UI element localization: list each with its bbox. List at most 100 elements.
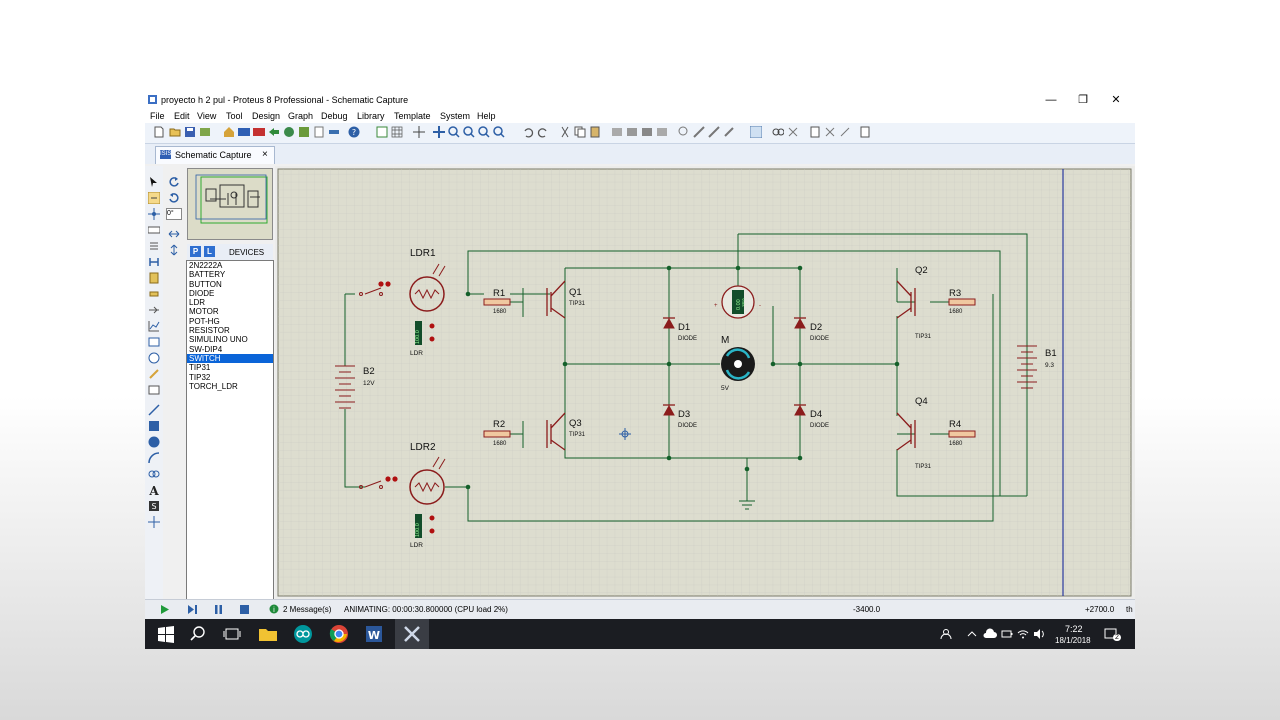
b1-battery[interactable] (1017, 345, 1037, 389)
menu-library[interactable]: Library (357, 111, 385, 121)
code-icon[interactable] (328, 126, 340, 138)
proteus-taskbar-button[interactable] (395, 619, 429, 649)
b2-battery[interactable] (335, 365, 355, 409)
pick-device-button[interactable]: P (190, 246, 201, 257)
packaging-tool-icon[interactable] (708, 126, 720, 138)
device-list-item[interactable]: SW-DIP4 (189, 344, 223, 354)
bom-icon[interactable] (298, 126, 310, 138)
selection-mode-icon[interactable] (148, 176, 160, 188)
box-tool-icon[interactable] (148, 420, 160, 432)
device-list-item[interactable]: BUTTON (189, 279, 222, 289)
ldr2-component[interactable] (359, 456, 446, 538)
block-copy-icon[interactable] (611, 126, 623, 138)
wire-autorouter-icon[interactable] (750, 126, 762, 138)
device-list-item[interactable]: 2N2222A (189, 261, 223, 270)
pcb-layout-icon[interactable] (253, 126, 265, 138)
tab-close-icon[interactable]: × (262, 149, 268, 160)
mirror-horizontal-icon[interactable] (168, 228, 180, 240)
search-icon[interactable] (187, 623, 209, 645)
cut-icon[interactable] (559, 126, 571, 138)
generator-mode-icon[interactable] (148, 352, 160, 364)
device-list-item[interactable]: TIP31 (189, 363, 211, 373)
gerber-icon[interactable] (268, 126, 280, 138)
r2-resistor[interactable] (483, 430, 511, 438)
schematic-icon[interactable] (238, 126, 250, 138)
redo-icon[interactable] (537, 126, 549, 138)
paste-icon[interactable] (589, 126, 601, 138)
make-device-icon[interactable] (693, 126, 705, 138)
symbol-tool-icon[interactable]: S (148, 500, 160, 512)
graph-mode-icon[interactable] (148, 320, 160, 332)
buses-mode-icon[interactable] (148, 256, 160, 268)
menu-tool[interactable]: Tool (226, 111, 243, 121)
menu-view[interactable]: View (197, 111, 217, 121)
close-button[interactable]: ✕ (1111, 94, 1121, 106)
schematic-canvas[interactable]: LDR1 LDR 100.0 LDR2 LDR 100.0 (275, 166, 1135, 599)
menu-system[interactable]: System (440, 111, 471, 121)
zoom-out-icon[interactable] (463, 126, 475, 138)
menu-edit[interactable]: Edit (174, 111, 190, 121)
refresh-icon[interactable] (376, 126, 388, 138)
decompose-icon[interactable] (723, 126, 735, 138)
device-list-item[interactable]: SIMULINO UNO (189, 335, 248, 345)
q2-transistor[interactable] (896, 280, 916, 319)
new-file-icon[interactable] (153, 126, 165, 138)
clock-time[interactable]: 7:22 (1065, 624, 1083, 634)
task-view-icon[interactable] (221, 623, 243, 645)
wifi-icon[interactable] (1017, 628, 1029, 640)
device-list-item[interactable]: BATTERY (189, 270, 226, 280)
people-icon[interactable] (940, 628, 952, 640)
volume-icon[interactable] (1033, 628, 1045, 640)
new-sheet-icon[interactable] (809, 126, 821, 138)
wire-label-mode-icon[interactable] (148, 224, 160, 236)
stop-icon[interactable] (239, 604, 250, 615)
d1-diode[interactable] (663, 317, 675, 329)
help-icon[interactable]: ? (348, 126, 360, 138)
copy-icon[interactable] (574, 126, 586, 138)
remove-sheet-icon[interactable] (824, 126, 836, 138)
block-move-icon[interactable] (626, 126, 638, 138)
notification-center-icon[interactable] (1104, 627, 1118, 641)
tab-schematic-capture[interactable]: ISIS Schematic Capture × (155, 146, 275, 164)
messages-count[interactable]: 2 Message(s) (283, 605, 332, 614)
zoom-area-icon[interactable] (493, 126, 505, 138)
q4-transistor[interactable] (896, 412, 916, 451)
arc-tool-icon[interactable] (148, 452, 160, 464)
device-list-item[interactable]: RESISTOR (189, 326, 230, 336)
voltmeter[interactable]: + - (714, 285, 761, 319)
menu-debug[interactable]: Debug (321, 111, 348, 121)
block-rotate-icon[interactable] (641, 126, 653, 138)
pan-icon[interactable] (433, 126, 445, 138)
step-icon[interactable] (187, 604, 198, 615)
overview-preview[interactable] (187, 168, 273, 240)
device-pins-mode-icon[interactable] (148, 304, 160, 316)
undo-icon[interactable] (522, 126, 534, 138)
library-manager-button[interactable]: L (204, 246, 215, 257)
play-icon[interactable] (159, 604, 170, 615)
motor-m[interactable] (721, 347, 755, 381)
device-list-item[interactable]: SWITCH (187, 353, 273, 364)
rotation-angle-field[interactable]: 0° (166, 208, 182, 220)
device-list-item[interactable]: MOTOR (189, 307, 219, 317)
notes-icon[interactable] (313, 126, 325, 138)
ldr1-component[interactable] (359, 263, 446, 345)
origin-icon[interactable] (413, 126, 425, 138)
mirror-vertical-icon[interactable] (168, 244, 180, 256)
q1-transistor[interactable] (546, 280, 566, 319)
zoom-all-icon[interactable] (478, 126, 490, 138)
line-tool-icon[interactable] (148, 404, 160, 416)
property-tool-icon[interactable] (787, 126, 799, 138)
tape-recorder-mode-icon[interactable] (148, 336, 160, 348)
arduino-icon[interactable] (292, 623, 314, 645)
word-icon[interactable]: W (363, 623, 385, 645)
menu-graph[interactable]: Graph (288, 111, 314, 121)
q3-transistor[interactable] (546, 412, 566, 451)
voltage-probe-mode-icon[interactable] (148, 368, 160, 380)
open-folder-icon[interactable] (169, 126, 181, 138)
terminals-mode-icon[interactable] (148, 288, 160, 300)
virtual-instruments-mode-icon[interactable] (148, 384, 160, 396)
exit-parent-icon[interactable] (839, 126, 851, 138)
home-icon[interactable] (223, 126, 235, 138)
restore-button[interactable]: ❐ (1078, 94, 1088, 106)
